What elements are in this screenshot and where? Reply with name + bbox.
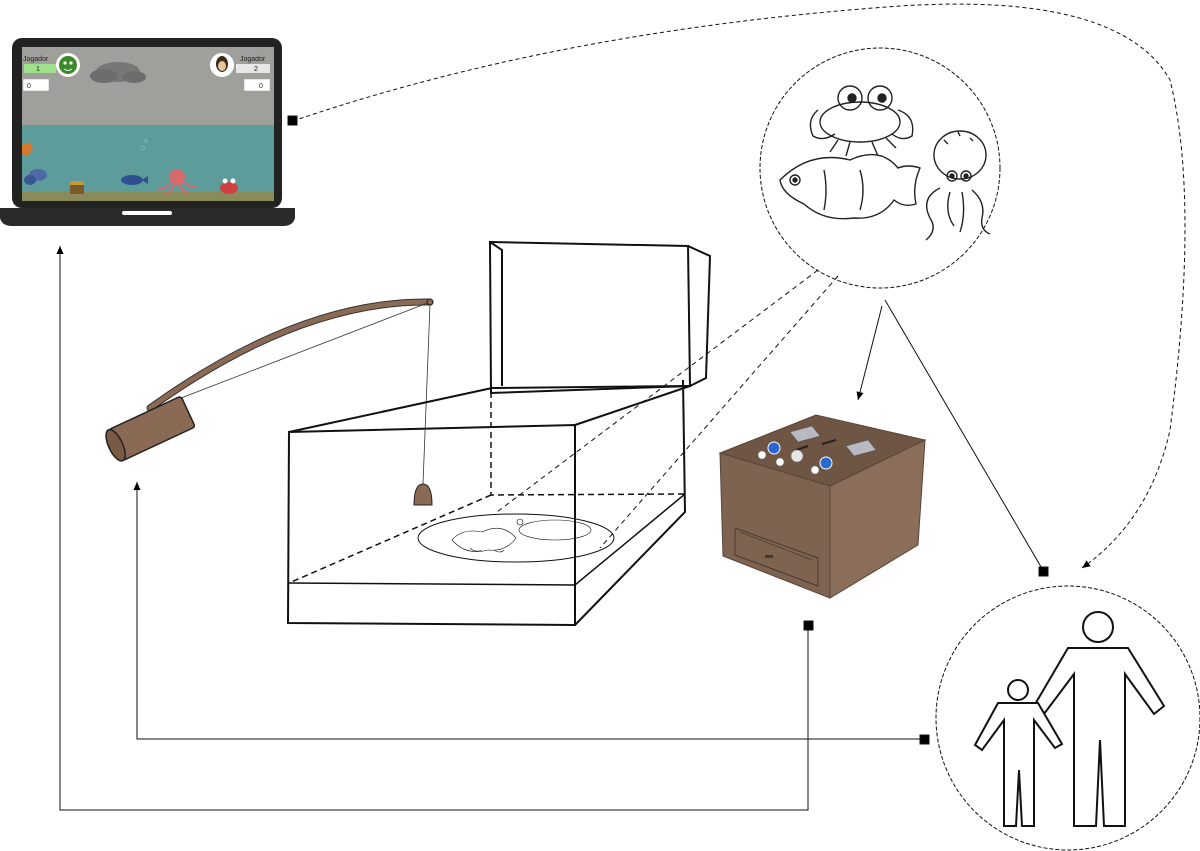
arrow-creatures-to-box bbox=[856, 305, 883, 401]
projection-area bbox=[417, 513, 615, 563]
player1-label: Jogador bbox=[23, 56, 49, 63]
arrow-creatures-to-users bbox=[884, 299, 1045, 573]
player2-hud: Jogador 2 0 bbox=[210, 53, 271, 92]
arrow-box-to-laptop bbox=[56, 246, 809, 811]
laptop-icon: Jogador 1 0 Jogador 2 0 bbox=[0, 38, 295, 226]
sea-creatures-icon bbox=[759, 47, 1001, 289]
dashed-link-laptop-users bbox=[292, 3, 1186, 569]
users-connector-node bbox=[919, 734, 930, 745]
cloud-icon bbox=[90, 62, 146, 83]
button-blue-1 bbox=[767, 441, 781, 455]
users-icon bbox=[935, 585, 1200, 851]
player1-score: 0 bbox=[27, 83, 31, 90]
player2-score: 0 bbox=[259, 83, 263, 90]
button-blue-2 bbox=[819, 456, 833, 470]
button-white-1 bbox=[757, 450, 767, 460]
card-slot-2 bbox=[845, 439, 877, 457]
player2-label: Jogador bbox=[240, 56, 266, 63]
card-slot-1 bbox=[789, 425, 821, 443]
button-grey-1 bbox=[790, 449, 804, 463]
arrow-users-to-rod bbox=[133, 482, 920, 740]
player1-level: 1 bbox=[36, 66, 40, 73]
control-box-icon bbox=[718, 414, 927, 599]
player1-hud: Jogador 1 0 bbox=[22, 53, 80, 92]
fishing-rod-icon bbox=[105, 298, 434, 506]
connectors bbox=[56, 3, 1186, 811]
button-white-3 bbox=[810, 465, 820, 475]
player2-level: 2 bbox=[254, 66, 258, 73]
game-creatures bbox=[22, 139, 238, 195]
box-connector-node bbox=[803, 620, 814, 631]
fish-tank-icon bbox=[286, 240, 712, 627]
laptop-connector-node bbox=[287, 115, 298, 126]
bait-weight bbox=[413, 483, 433, 506]
button-white-2 bbox=[775, 457, 785, 467]
